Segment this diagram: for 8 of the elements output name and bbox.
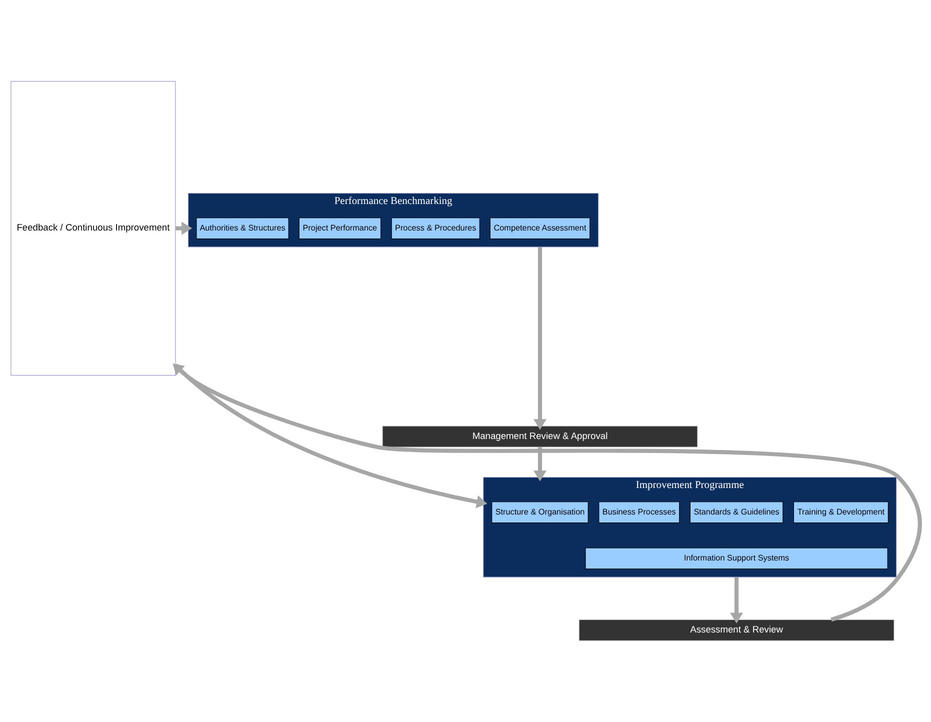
node-box: Management Review & Approval [382,426,698,448]
arrow [730,577,744,624]
arrow [174,364,488,508]
node-box: Feedback / Continuous Improvement [10,81,176,376]
arrow [534,246,546,430]
node-box: Assessment & Review [578,619,894,641]
arrow [172,363,922,622]
arrow [534,447,546,482]
